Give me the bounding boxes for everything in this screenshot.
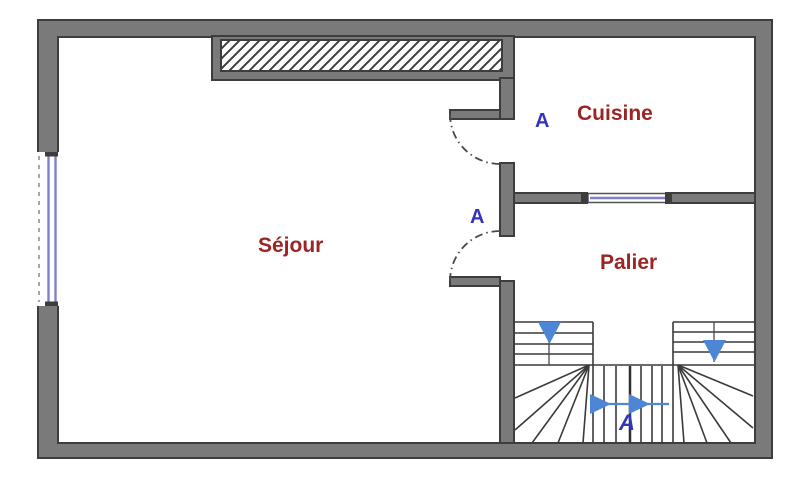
stair-arrow-right-icon [590, 394, 669, 414]
palier-door-swing-arc [449, 230, 501, 282]
stair-arrow-down-right-icon [703, 340, 726, 362]
stair-arrow-down-left-icon [538, 322, 561, 344]
soffit-hatch-pattern [221, 40, 502, 71]
wall-sejour-divider [499, 77, 515, 444]
cuisine-door [449, 109, 501, 165]
section-marker-a-cuisine: A [535, 110, 550, 132]
exterior-walls [37, 19, 773, 459]
cuisine-door-leaf [449, 109, 501, 120]
staircase [514, 321, 755, 444]
palier-door-leaf [449, 276, 501, 287]
left-exterior-window [36, 152, 60, 306]
room-label-palier: Palier [600, 251, 658, 274]
stair-winders-left [514, 364, 590, 444]
palier-door [449, 230, 501, 287]
stair-winders-right [677, 364, 754, 444]
cuisine-door-swing-arc [449, 113, 501, 165]
soffit-hatched-section [211, 35, 515, 81]
room-label-sejour: Séjour [258, 234, 324, 257]
section-marker-a-stairs: A [619, 410, 635, 435]
cuisine-palier-window [581, 191, 672, 205]
room-label-cuisine: Cuisine [577, 102, 653, 125]
section-marker-a-sejour: A [470, 206, 485, 228]
